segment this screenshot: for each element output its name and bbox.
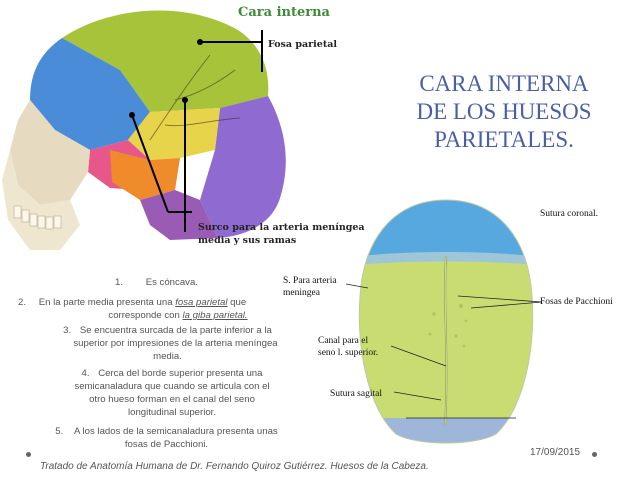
title-line1: CARA INTERNA [419, 71, 589, 96]
list-text: semicanaladura que cuando se articula co… [74, 381, 270, 392]
list-item-4: 4. Cerca del borde superior presenta una… [38, 367, 306, 419]
list-number: 3. [63, 325, 72, 336]
list-text: longitudinal superior. [127, 407, 216, 418]
footer-bullet-left [26, 452, 31, 457]
label-fosa-parietal: Fosa parietal [268, 39, 337, 50]
skull-vault-illustration [346, 199, 543, 444]
label-fosas-pacchioni: Fosas de Pacchioni [540, 297, 613, 307]
label-surco-line2: media y sus ramas [198, 235, 297, 246]
giba-parietal-link[interactable]: la giba parietal. [182, 310, 248, 321]
label-s-arteria: S. Para arteria meningea [283, 275, 337, 299]
list-text: fosas de Pacchioni. [124, 439, 209, 450]
citation: Tratado de Anatomía Humana de Dr. Fernan… [40, 461, 429, 472]
list-text: Es cóncava. [145, 277, 198, 288]
list-text: superior por impresiones de la arteria m… [73, 338, 278, 349]
label-surco-arteria: Surco para la arteria meníngea media y s… [198, 221, 365, 247]
list-text: Se encuentra surcada de la parte inferio… [79, 325, 272, 336]
label-sutura-sagital: Sutura sagital [330, 389, 382, 399]
list-text: media. [153, 351, 182, 362]
label-surco-line1: Surco para la arteria meníngea [198, 222, 365, 233]
slide-date: 17/09/2015 [530, 447, 581, 458]
title-line2: DE LOS HUESOS [416, 99, 592, 124]
list-item-2: 2. En la parte media presenta una fosa p… [18, 296, 318, 309]
list-number: 4. [81, 368, 90, 379]
list-item-1: 1. Es cóncava. [115, 276, 198, 289]
list-text: Cerca del borde superior presenta una [98, 368, 263, 379]
list-number: 5. [55, 426, 64, 437]
list-text: que [227, 297, 247, 308]
title-line3: PARIETALES. [434, 127, 574, 152]
figure-title: Cara interna [238, 5, 330, 20]
list-item-3: 3. Se encuentra surcada de la parte infe… [30, 324, 305, 363]
list-number: 1. [115, 277, 124, 288]
list-number: 2. [18, 297, 27, 308]
label-s-arteria-line1: S. Para arteria [283, 276, 337, 286]
footer-bullet-right [592, 452, 597, 457]
label-canal-line1: Canal para el [318, 336, 369, 346]
label-s-arteria-line2: meningea [283, 288, 320, 298]
label-sutura-coronal: Sutura coronal. [540, 209, 599, 219]
list-item-5: 5. A los lados de la semicanaladura pres… [24, 425, 309, 451]
label-canal-line2: seno l. superior. [318, 348, 379, 358]
list-item-2-cont: corresponde con la giba parietal. [48, 309, 308, 322]
skull-internal-illustration [0, 0, 352, 262]
slide-title: CARA INTERNA DE LOS HUESOS PARIETALES. [388, 70, 620, 154]
list-text: corresponde con [108, 310, 183, 321]
list-text: A los lados de la semicanaladura present… [73, 426, 278, 437]
label-canal-seno: Canal para el seno l. superior. [318, 335, 378, 359]
fosa-parietal-link[interactable]: fosa parietal [175, 297, 228, 308]
list-text: otro hueso forman en el canal del seno [89, 394, 255, 405]
list-text: En la parte media presenta una [38, 297, 176, 308]
